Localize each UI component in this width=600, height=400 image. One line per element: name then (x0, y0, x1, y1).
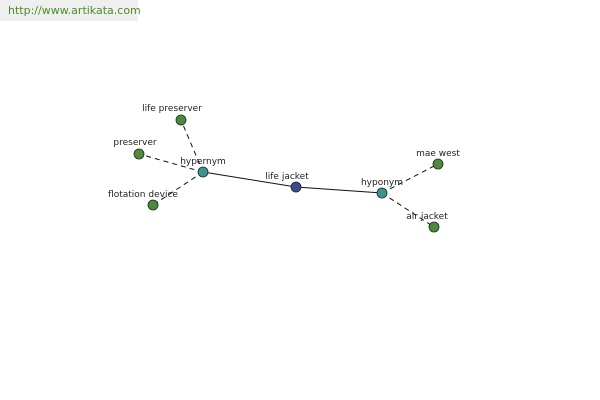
node-label-mae-west[interactable]: mae west (416, 149, 460, 159)
nodes-layer (133, 114, 444, 233)
site-url-link[interactable]: http://www.artikata.com (8, 4, 141, 17)
edge-hyponym-air-jacket (381, 192, 435, 228)
edges-layer (138, 119, 439, 228)
node-flotation-device[interactable] (147, 199, 159, 211)
node-preserver[interactable] (133, 148, 145, 160)
node-label-life-preserver[interactable]: life preserver (142, 104, 202, 114)
node-label-center[interactable]: life jacket (265, 172, 309, 182)
node-center[interactable] (290, 181, 302, 193)
edge-hyponym-mae-west (381, 163, 439, 194)
node-air-jacket[interactable] (428, 221, 440, 233)
node-hyponym[interactable] (376, 187, 388, 199)
node-label-hyponym[interactable]: hyponym (361, 178, 403, 188)
node-label-hypernym[interactable]: hypernym (180, 157, 226, 167)
node-mae-west[interactable] (432, 158, 444, 170)
node-label-flotation-device[interactable]: flotation device (108, 190, 178, 200)
node-life-preserver[interactable] (175, 114, 187, 126)
edge-hypernym-flotation-device (152, 171, 204, 206)
node-hypernym[interactable] (197, 166, 209, 178)
labels-layer: life jacket hypernym hyponym life preserver… (108, 104, 460, 222)
url-banner: http://www.artikata.com (0, 0, 141, 21)
edge-hypernym-life-preserver (180, 119, 204, 173)
node-label-preserver[interactable]: preserver (113, 138, 157, 148)
edge-hypernym-preserver (138, 153, 204, 173)
edge-center-hyponym (295, 186, 383, 194)
edge-center-hypernym (202, 171, 297, 188)
node-label-air-jacket[interactable]: air jacket (406, 212, 448, 222)
